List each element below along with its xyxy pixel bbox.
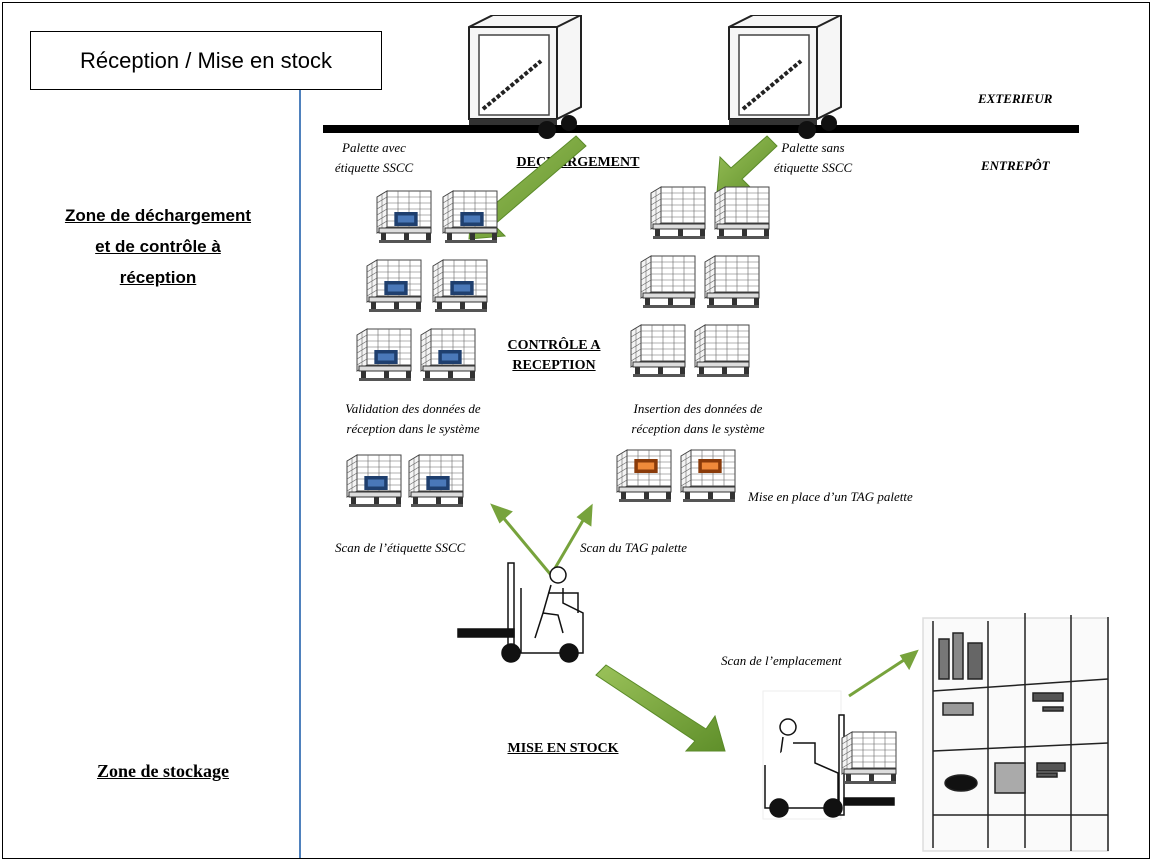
- scan-arrow-sscc-icon: [499, 514, 553, 576]
- page-title: Réception / Mise en stock: [30, 31, 382, 90]
- pallet-with-sscc-line-2: étiquette SSCC: [334, 160, 414, 175]
- pallet-without-sscc-line-1: Palette sans: [781, 140, 845, 155]
- pallet-icon: [616, 449, 672, 503]
- tag-placement-label: Mise en place d’un TAG palette: [748, 489, 913, 504]
- scan-arrow-tag-head-icon: [576, 503, 593, 527]
- reception-control-line-2: RECEPTION: [512, 358, 596, 373]
- scan-arrow-location-icon: [848, 656, 908, 698]
- sscc-label-icon: [364, 476, 388, 490]
- scan-location-label: Scan de l’emplacement: [721, 653, 842, 668]
- validation-line-2: réception dans le système: [346, 421, 480, 436]
- pallet-without-sscc-line-2: étiquette SSCC: [773, 160, 853, 175]
- truck-right-icon: [727, 15, 843, 140]
- zone-divider: [299, 90, 301, 858]
- storage-rack-icon: [922, 613, 1109, 852]
- put-away-label: MISE EN STOCK: [507, 741, 619, 756]
- tag-label-icon: [634, 459, 658, 473]
- truck-left-icon: [467, 15, 583, 140]
- pallet-without-sscc-label: Palette sans étiquette SSCC: [738, 138, 888, 178]
- zone-receiving-line-3: réception: [119, 268, 197, 287]
- exterior-label: EXTERIEUR: [978, 91, 1053, 106]
- sscc-label-icon: [394, 212, 418, 226]
- forklift-reception-icon: [457, 562, 584, 663]
- pallet-icon: [694, 324, 750, 378]
- pallet-icon: [640, 255, 696, 309]
- zone-receiving-label: Zone de déchargement et de contrôle à ré…: [33, 200, 283, 293]
- tag-label-icon: [698, 459, 722, 473]
- pallet-icon: [680, 449, 736, 503]
- scan-sscc-label: Scan de l’étiquette SSCC: [335, 540, 466, 555]
- reception-control-line-1: CONTRÔLE A: [507, 338, 601, 353]
- pallet-on-forklift-icon: [841, 731, 897, 785]
- scan-arrow-tag-icon: [549, 516, 587, 576]
- dock-line: [323, 125, 1079, 133]
- sscc-label-icon: [374, 350, 398, 364]
- zone-receiving-line-2: et de contrôle à: [95, 237, 221, 256]
- insertion-line-2: réception dans le système: [631, 421, 765, 436]
- unload-arrow-right-icon: [716, 135, 778, 194]
- validation-line-1: Validation des données de: [345, 401, 481, 416]
- pallet-icon: [650, 186, 706, 240]
- put-away-arrow-icon: [595, 664, 726, 752]
- scan-tag-label: Scan du TAG palette: [580, 540, 687, 555]
- pallet-icon: [704, 255, 760, 309]
- zone-storage-label: Zone de stockage: [97, 761, 229, 781]
- pallet-with-sscc-line-1: Palette avec: [342, 140, 406, 155]
- diagram-graphics: [346, 15, 1109, 852]
- pallet-icon: [630, 324, 686, 378]
- pallets-with-sscc-group: [346, 190, 498, 508]
- pallet-with-sscc-label: Palette avec étiquette SSCC: [299, 138, 449, 178]
- scan-arrow-location-head-icon: [899, 649, 919, 671]
- forklift-storage-icon: [762, 690, 895, 820]
- validation-label: Validation des données de réception dans…: [308, 399, 518, 439]
- zone-receiving-line-1: Zone de déchargement: [64, 206, 252, 225]
- warehouse-label: ENTREPÔT: [981, 158, 1050, 173]
- sscc-label-icon: [460, 212, 484, 226]
- insertion-label: Insertion des données de réception dans …: [593, 399, 803, 439]
- sscc-label-icon: [384, 281, 408, 295]
- sscc-label-icon: [426, 476, 450, 490]
- scan-arrow-sscc-head-icon: [490, 503, 513, 524]
- sscc-label-icon: [438, 350, 462, 364]
- pallets-without-sscc-group: [616, 186, 770, 503]
- sscc-label-icon: [450, 281, 474, 295]
- reception-control-label: CONTRÔLE A RECEPTION: [483, 336, 625, 376]
- insertion-line-1: Insertion des données de: [633, 401, 763, 416]
- scan-arrows-group: [490, 503, 919, 698]
- pallet-icon: [714, 186, 770, 240]
